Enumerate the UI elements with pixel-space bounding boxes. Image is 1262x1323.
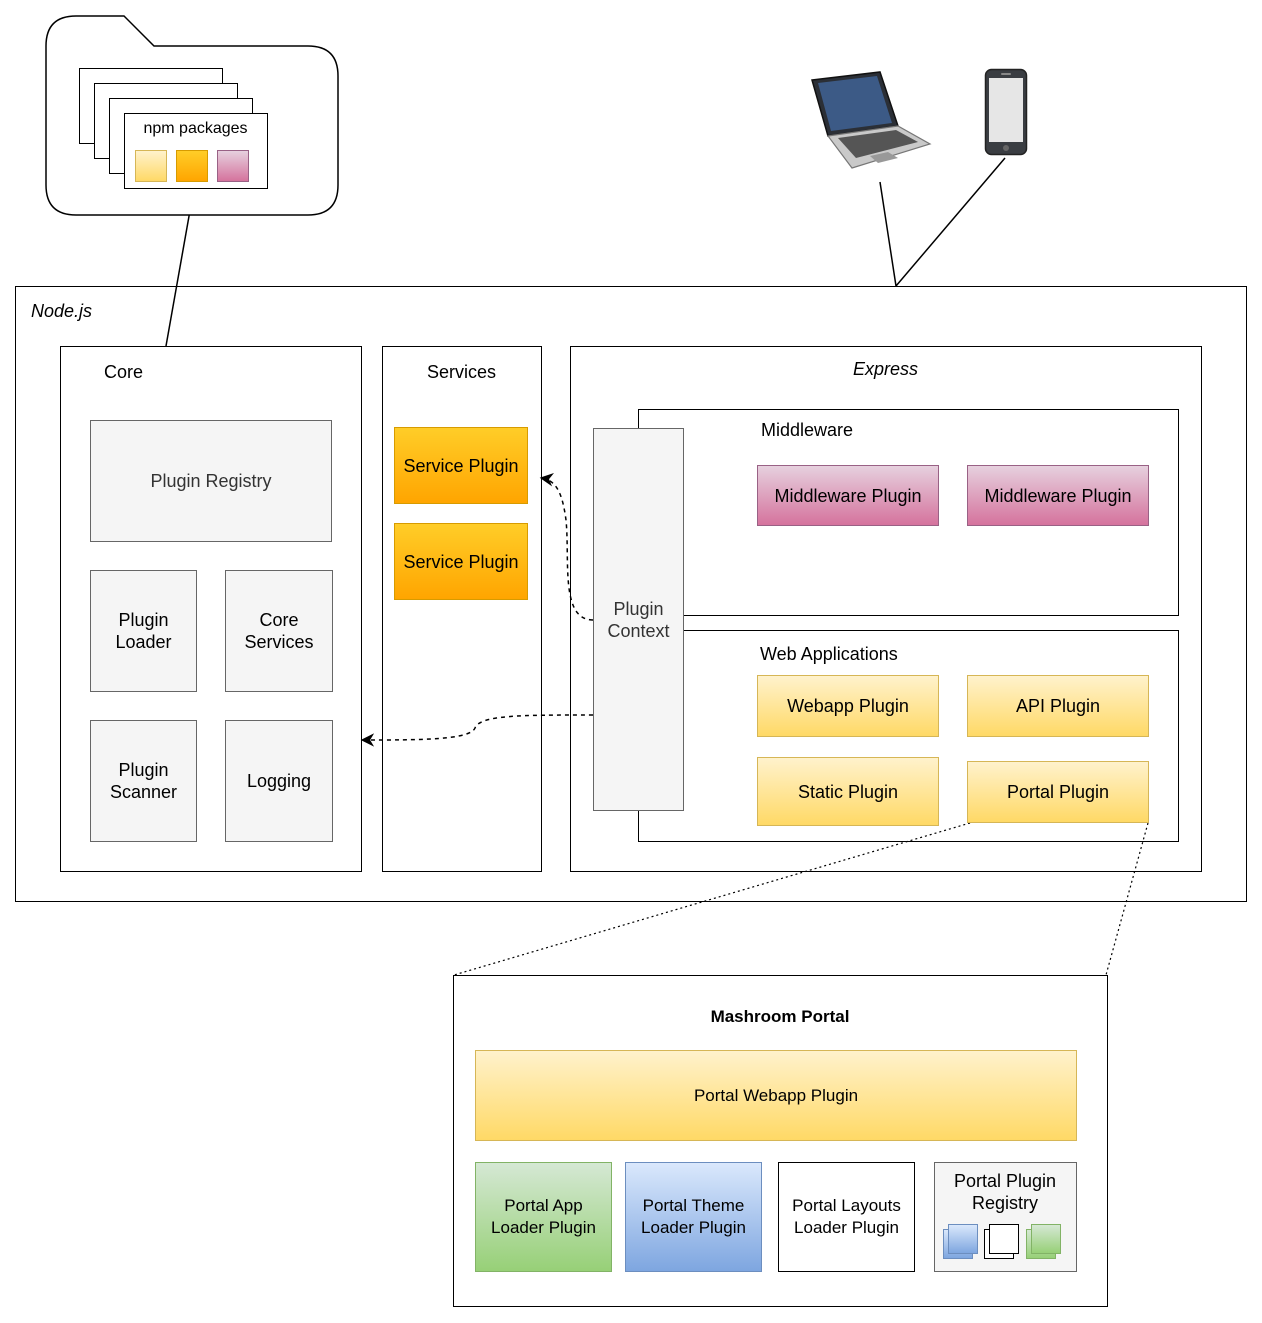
npm-package-yellow	[135, 150, 167, 182]
portal-app-loader-plugin: Portal App Loader Plugin	[475, 1162, 612, 1272]
core-title: Core	[104, 362, 144, 382]
express-container: Express	[570, 346, 1202, 872]
portal-plugin-registry-label: Portal Plugin Registry	[953, 1171, 1057, 1213]
npm-packages-label: npm packages	[143, 120, 248, 137]
api-plugin: API Plugin	[967, 675, 1149, 737]
api-plugin-label: API Plugin	[1015, 696, 1101, 716]
middleware-title: Middleware	[761, 420, 854, 440]
portal-webapp-plugin: Portal Webapp Plugin	[475, 1050, 1077, 1141]
webapps-title: Web Applications	[760, 644, 898, 664]
middleware-plugin-1-label: Middleware Plugin	[774, 485, 922, 506]
registry-stack-white-front	[989, 1224, 1019, 1254]
laptop-icon	[811, 71, 932, 169]
logging-label: Logging	[246, 771, 312, 791]
webapp-plugin-label: Webapp Plugin	[787, 696, 909, 716]
service-plugin-2-label: Service Plugin	[403, 551, 519, 572]
middleware-plugin-2-label: Middleware Plugin	[984, 485, 1132, 506]
services-container: Services	[382, 346, 542, 872]
middleware-plugin-2: Middleware Plugin	[967, 465, 1149, 526]
npm-packages-box: npm packages	[124, 113, 268, 189]
service-plugin-2: Service Plugin	[394, 523, 528, 600]
nodejs-label: Node.js	[31, 301, 93, 321]
plugin-registry: Plugin Registry	[90, 420, 332, 542]
webapp-plugin: Webapp Plugin	[757, 675, 939, 737]
mashroom-portal-title: Mashroom Portal	[710, 1007, 850, 1026]
core-container: Core	[60, 346, 362, 872]
plugin-context: Plugin Context	[593, 428, 684, 811]
npm-package-pink	[217, 150, 249, 182]
portal-app-loader-label: Portal App Loader Plugin	[491, 1196, 596, 1237]
core-services: Core Services	[225, 570, 333, 692]
plugin-scanner: Plugin Scanner	[90, 720, 197, 842]
smartphone-icon	[984, 68, 1028, 156]
portal-layouts-loader-plugin: Portal Layouts Loader Plugin	[778, 1162, 915, 1272]
plugin-registry-label: Plugin Registry	[150, 471, 272, 491]
plugin-scanner-label: Plugin Scanner	[109, 760, 178, 802]
registry-stack-green-front	[1031, 1224, 1061, 1254]
plugin-loader-label: Plugin Loader	[115, 610, 172, 652]
npm-package-orange	[176, 150, 208, 182]
service-plugin-1: Service Plugin	[394, 427, 528, 504]
portal-theme-loader-plugin: Portal Theme Loader Plugin	[625, 1162, 762, 1272]
portal-theme-loader-label: Portal Theme Loader Plugin	[641, 1196, 746, 1237]
portal-plugin-label: Portal Plugin	[1006, 782, 1110, 802]
services-title: Services	[426, 362, 497, 382]
portal-webapp-plugin-label: Portal Webapp Plugin	[693, 1085, 859, 1105]
logging: Logging	[225, 720, 333, 842]
plugin-context-label: Plugin Context	[607, 598, 670, 641]
express-title: Express	[852, 359, 919, 379]
static-plugin: Static Plugin	[757, 757, 939, 826]
static-plugin-label: Static Plugin	[797, 781, 899, 802]
nodejs-container: Node.js	[15, 286, 1247, 902]
portal-plugin: Portal Plugin	[967, 761, 1149, 823]
mashroom-portal-container: Mashroom Portal	[453, 975, 1108, 1307]
registry-stack-blue-front	[948, 1224, 978, 1254]
plugin-loader: Plugin Loader	[90, 570, 197, 692]
core-services-label: Core Services	[244, 610, 314, 652]
middleware-plugin-1: Middleware Plugin	[757, 465, 939, 526]
portal-plugin-registry: Portal Plugin Registry	[934, 1162, 1077, 1272]
portal-layouts-loader-label: Portal Layouts Loader Plugin	[792, 1196, 901, 1237]
service-plugin-1-label: Service Plugin	[403, 455, 519, 476]
